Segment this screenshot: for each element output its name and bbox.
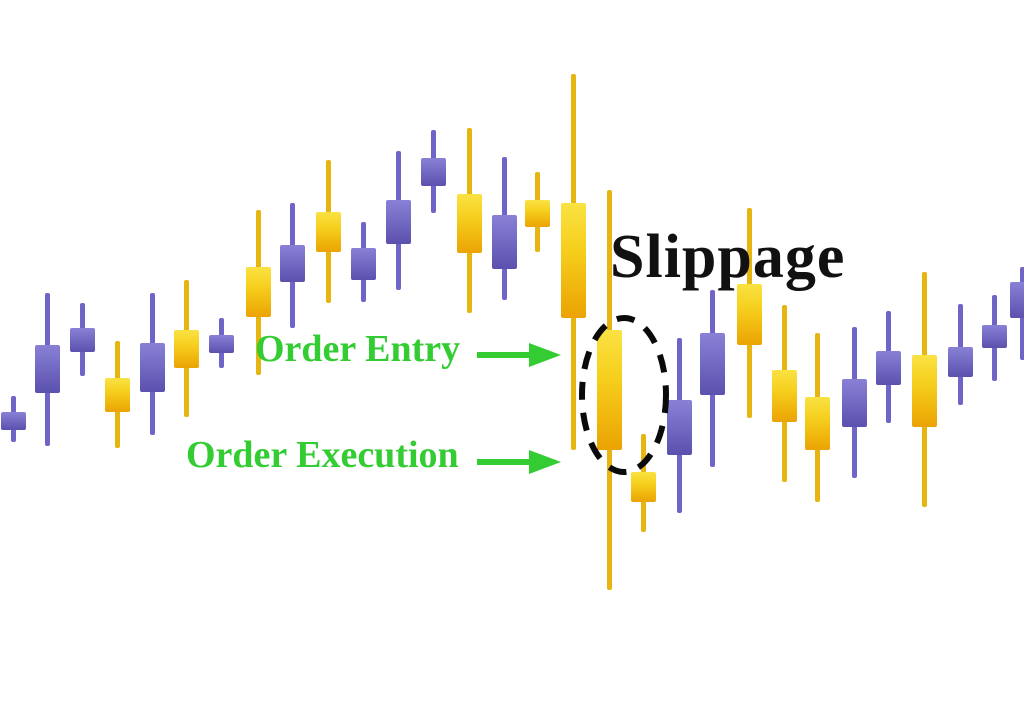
candle-body: [386, 200, 411, 244]
candle-body: [209, 335, 234, 353]
candle-body: [805, 397, 830, 450]
candle-body: [246, 267, 271, 317]
order-entry-arrow-icon: [477, 343, 561, 367]
arrow-shaft: [477, 352, 531, 358]
candle-body: [948, 347, 973, 377]
candle-body: [280, 245, 305, 282]
candle-body: [842, 379, 867, 427]
arrow-head: [529, 343, 561, 367]
dashed-ellipse-icon: [579, 315, 669, 475]
candle-body: [525, 200, 550, 227]
candle-body: [70, 328, 95, 352]
candle-body: [174, 330, 199, 368]
candle-body: [631, 472, 656, 502]
arrow-shaft: [477, 459, 531, 465]
chart-title: Slippage: [610, 223, 846, 291]
candle-body: [492, 215, 517, 269]
candle-body: [421, 158, 446, 186]
candle-body: [1, 412, 26, 430]
candle-body: [772, 370, 797, 422]
candle-body: [1010, 282, 1024, 318]
candle-body: [35, 345, 60, 393]
order-execution-label: Order Execution: [186, 434, 459, 476]
candle-body: [457, 194, 482, 253]
candle-body: [912, 355, 937, 427]
candle-body: [140, 343, 165, 392]
arrow-head: [529, 450, 561, 474]
order-execution-arrow-icon: [477, 450, 561, 474]
candle-body: [982, 325, 1007, 348]
candle-body: [700, 333, 725, 395]
order-entry-label: Order Entry: [255, 328, 461, 370]
candle-body: [597, 330, 622, 450]
candle-body: [105, 378, 130, 412]
candle-body: [667, 400, 692, 455]
candle-body: [316, 212, 341, 252]
candle-body: [351, 248, 376, 280]
candle-body: [561, 203, 586, 318]
candle-body: [876, 351, 901, 385]
candle-body: [737, 284, 762, 345]
